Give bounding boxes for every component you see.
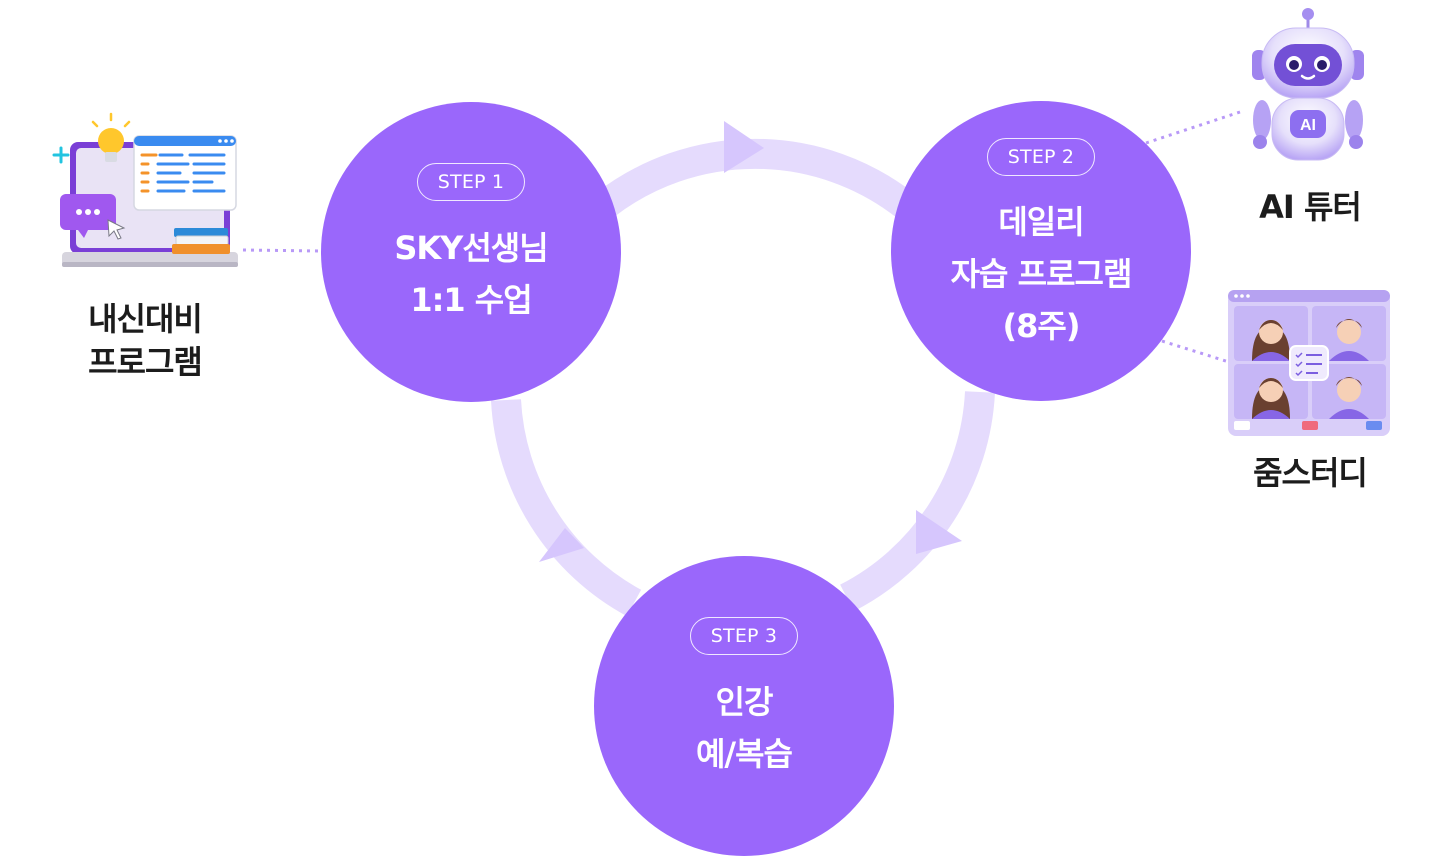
cycle-segment-step2-to-step3 [840,391,995,612]
step-1-badge: STEP 1 [416,163,526,201]
robot-ai-icon: AI [1252,8,1364,161]
cycle-segment-step1-to-step2 [595,138,916,218]
step-2-title-line-2: 자습 프로그램 [950,255,1133,293]
video-conference-icon [1228,290,1390,436]
arrow-up-icon [539,528,584,562]
robot-chest-label: AI [1300,117,1316,134]
ai-tutor-label: AI 튜터 [1259,188,1362,226]
connector-zoom-study [1161,339,1230,364]
arrow-down-icon [916,510,962,554]
laptop-code-icon [52,112,238,267]
step-3-circle: STEP 3 인강 예/복습 [594,556,894,856]
zoom-study-label: 줌스터디 [1253,454,1368,492]
naesin-program-label: 내신대비 프로그램 [65,298,225,384]
naesin-label-line-1: 내신대비 [88,300,203,338]
naesin-label-line-2: 프로그램 [88,343,203,381]
step-1-circle: STEP 1 SKY선생님 1:1 수업 [321,102,621,402]
cycle-segment-step3-to-step1 [491,399,642,617]
connector-naesin [242,248,321,253]
step-1-title-line-2: 1:1 수업 [410,281,532,319]
cycle-arrows [539,121,962,562]
step-3-title: 인강 예/복습 [695,676,793,780]
step-3-title-line-1: 인강 [715,683,774,721]
step-2-title-line-1: 데일리 [998,203,1084,241]
connectors [242,110,1241,364]
step-1-title-line-1: SKY선생님 [394,229,548,267]
arrow-right-icon [724,121,764,173]
step-2-badge: STEP 2 [986,138,1096,176]
connector-ai-tutor [1145,110,1241,145]
cycle-ring [491,138,995,617]
step-1-title: SKY선생님 1:1 수업 [394,222,548,326]
step-2-title: 데일리 자습 프로그램 (8주) [950,196,1133,352]
step-3-title-line-2: 예/복습 [695,735,793,773]
step-2-circle: STEP 2 데일리 자습 프로그램 (8주) [891,101,1191,401]
step-3-badge: STEP 3 [689,617,799,655]
step-2-title-line-3: (8주) [1002,307,1081,345]
